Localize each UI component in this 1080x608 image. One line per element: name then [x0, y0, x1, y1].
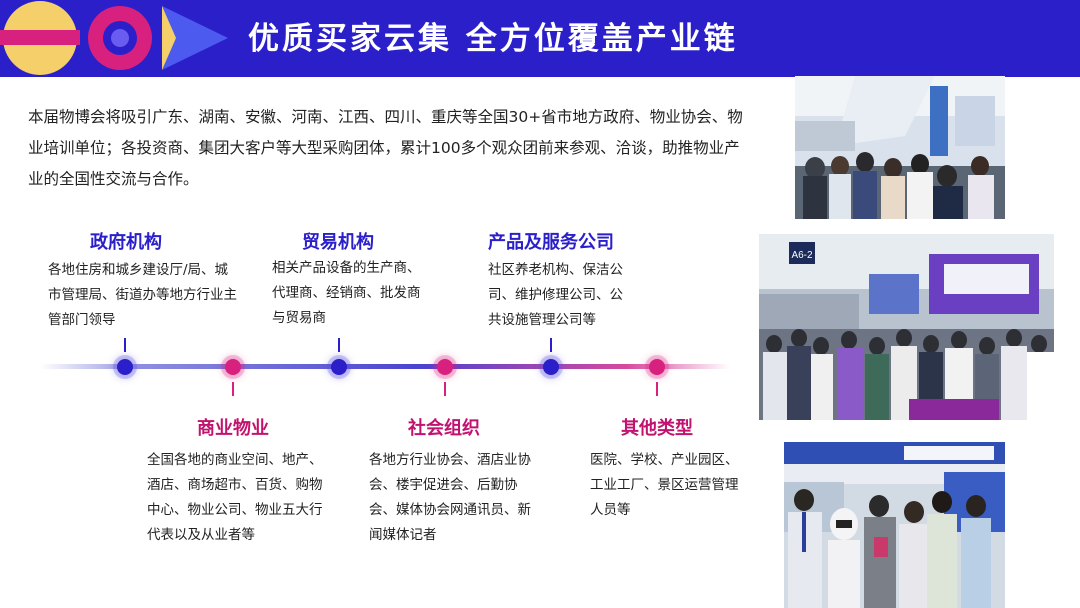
photo-exhibition-visitors [795, 76, 1005, 219]
category-desc-government: 各地住房和城乡建设厅/局、城市管理局、街道办等地方行业主管部门领导 [48, 262, 237, 328]
timeline-node-products [543, 359, 559, 375]
timeline-node-trade [331, 359, 347, 375]
timeline-node-government [117, 359, 133, 375]
timeline-tick [124, 338, 126, 352]
category-title-commercial: 商业物业 [197, 418, 269, 439]
photo-exhibition-hall: A6-2 [759, 234, 1054, 420]
timeline-line [40, 364, 730, 369]
timeline-tick [444, 382, 446, 396]
photo-robot-booth [784, 442, 1005, 608]
booth-sign: A6-2 [791, 250, 813, 261]
category-title-social: 社会组织 [408, 418, 480, 439]
category-desc-products: 社区养老机构、保洁公司、维护修理公司、公共设施管理公司等 [488, 262, 623, 328]
category-desc-other: 医院、学校、产业园区、工业工厂、景区运营管理人员等 [590, 452, 739, 518]
timeline-node-social [437, 359, 453, 375]
category-desc-commercial: 全国各地的商业空间、地产、酒店、商场超市、百货、购物中心、物业公司、物业五大行代… [147, 452, 323, 543]
category-title-products: 产品及服务公司 [488, 232, 614, 253]
header-decoration [0, 1, 228, 75]
timeline-tick [232, 382, 234, 396]
timeline-tick [550, 338, 552, 352]
category-desc-social: 各地方行业协会、酒店业协会、楼宇促进会、后勤协会、媒体协会网通讯员、新闻媒体记者 [369, 452, 531, 543]
timeline-tick [656, 382, 658, 396]
category-title-trade: 贸易机构 [302, 232, 374, 253]
timeline-node-commercial [225, 359, 241, 375]
timeline-node-other [649, 359, 665, 375]
intro-paragraph: 本届物博会将吸引广东、湖南、安徽、河南、江西、四川、重庆等全国30+省市地方政府… [28, 108, 743, 188]
category-desc-trade: 相关产品设备的生产商、代理商、经销商、批发商与贸易商 [272, 260, 421, 326]
category-title-other: 其他类型 [621, 418, 693, 439]
category-title-government: 政府机构 [90, 232, 162, 253]
header-banner: 优质买家云集 全方位覆盖产业链 [0, 0, 1080, 77]
timeline-tick [338, 338, 340, 352]
page-title: 优质买家云集 全方位覆盖产业链 [248, 21, 738, 57]
